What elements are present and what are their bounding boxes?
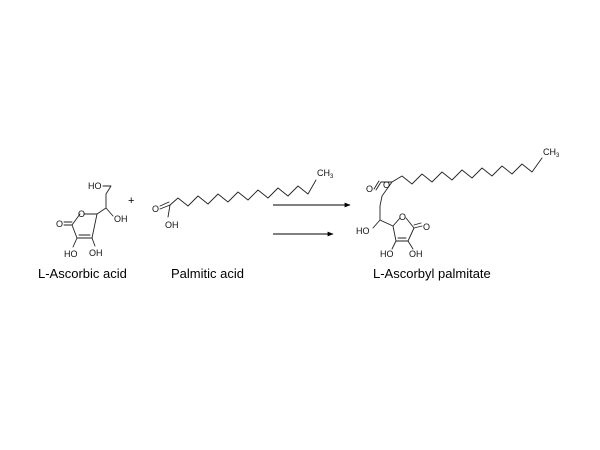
palmitate-ester-o: O [383,180,390,190]
palmitate-chain-bonds [391,157,543,185]
palmitic-acid-structure: O OH CH3 [152,168,334,230]
palmitic-chain-bonds [169,179,317,207]
palmitate-oh-bottom: OH [409,249,423,259]
palmitic-ch3: CH3 [317,168,334,180]
palmitate-ho-left: HO [356,226,370,236]
palmitate-carbonyl-o: O [423,222,430,232]
ascorbic-ho-top: HO [88,181,102,191]
label-palmitic-acid: Palmitic acid [171,266,244,281]
palmitate-ring-o: O [399,212,406,222]
plus-sign: + [128,195,134,207]
ascorbic-acid-structure: HO OH O O HO OH [56,181,128,259]
label-ascorbyl-palmitate: L-Ascorbyl palmitate [373,266,491,281]
palmitic-oh: OH [165,220,179,230]
palmitate-ch3: CH3 [543,147,560,159]
palmitic-carbonyl-o: O [152,204,159,214]
ascorbic-oh-right: OH [114,214,128,224]
palmitate-ho-bottom: HO [380,249,394,259]
palmitate-enol-bonds [391,240,414,250]
ascorbic-side-chain-bonds [96,185,114,217]
palmitate-carbonyl-bond [413,222,423,229]
ascorbic-oh-bottom: OH [89,248,103,258]
palmitate-side-chain-bonds [372,205,394,229]
palmitate-ester-bonds [373,180,393,207]
ascorbic-carbonyl-bond [63,221,73,226]
ascorbic-carbonyl-o: O [56,219,63,229]
ascorbic-enol-bonds [72,237,96,248]
palmitic-carboxyl-bonds [159,201,171,218]
label-ascorbic-acid: L-Ascorbic acid [38,266,127,281]
ascorbic-ho-bottom: HO [64,249,78,259]
ascorbic-ring-o: O [78,209,85,219]
palmitate-ester-carbonyl-o: O [366,184,373,194]
ascorbyl-palmitate-structure: O O CH3 HO O O HO OH [356,147,560,259]
